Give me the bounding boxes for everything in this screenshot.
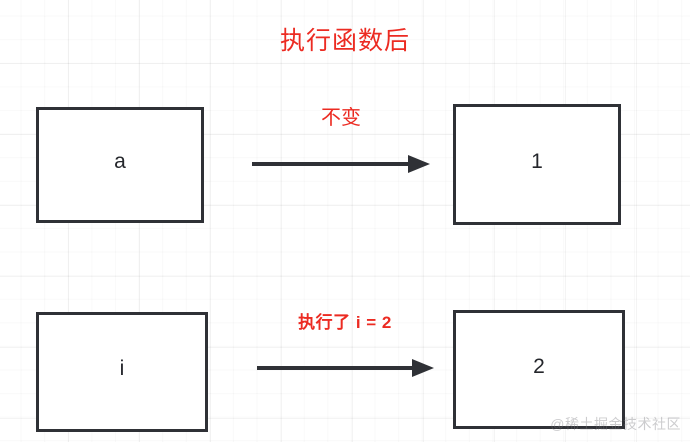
value-box-1: 1 (453, 104, 621, 225)
value-box-2: 2 (453, 310, 625, 429)
arrow-caption-unchanged: 不变 (321, 107, 361, 129)
arrow-top-line (252, 162, 410, 166)
arrow-bottom-line (257, 366, 414, 370)
diagram-title: 执行函数后 (279, 27, 410, 55)
variable-box-i: i (36, 312, 208, 432)
variable-box-a: a (36, 107, 204, 223)
variable-box-i-label: i (119, 357, 125, 380)
watermark: @稀土掘金技术社区 (550, 416, 681, 432)
arrow-caption-assignment: 执行了 i = 2 (298, 313, 392, 332)
arrow-top-head-icon (408, 155, 430, 173)
arrow-top (252, 155, 430, 173)
arrow-bottom (257, 359, 434, 377)
value-box-1-label: 1 (531, 149, 543, 173)
arrow-bottom-head-icon (412, 359, 434, 377)
value-box-2-label: 2 (533, 354, 545, 378)
variable-box-a-label: a (114, 150, 126, 173)
